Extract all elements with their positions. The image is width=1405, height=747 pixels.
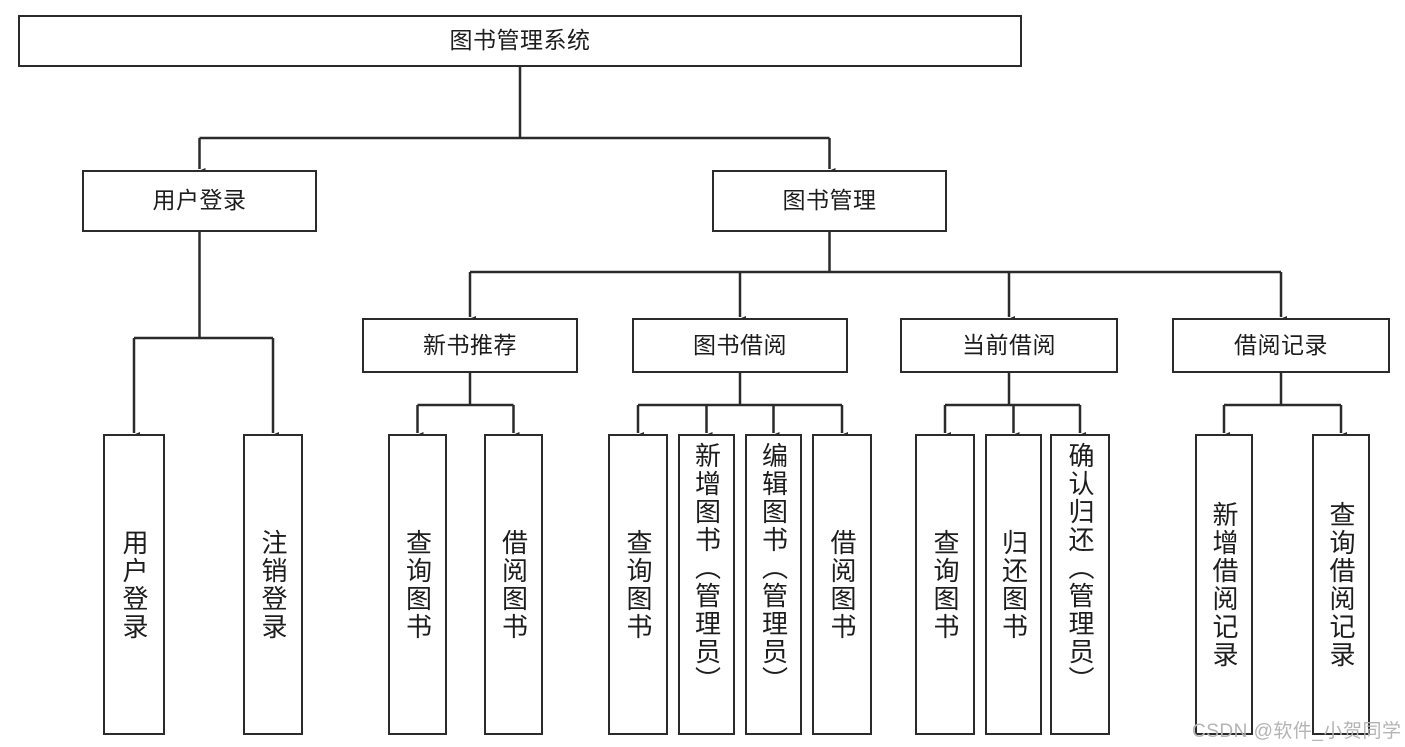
node-label: 查询图书 xyxy=(623,528,653,641)
node-label: 查询借阅记录 xyxy=(1326,500,1356,669)
node-label: 图书管理 xyxy=(782,187,877,214)
node-leaf-edit-book[interactable]: 编辑图书（管理员） xyxy=(745,434,802,735)
node-leaf-add-record[interactable]: 新增借阅记录 xyxy=(1195,434,1253,735)
node-leaf-confirm-return[interactable]: 确认归还（管理员） xyxy=(1050,434,1110,735)
node-leaf-borrow-book-2[interactable]: 借阅图书 xyxy=(812,434,872,735)
node-leaf-add-book[interactable]: 新增图书（管理员） xyxy=(678,434,735,735)
node-label: 归还图书 xyxy=(998,528,1029,641)
node-book-manage[interactable]: 图书管理 xyxy=(712,170,947,232)
node-label: 借阅记录 xyxy=(1234,331,1328,358)
node-user-login[interactable]: 用户登录 xyxy=(82,170,317,232)
node-label: 确认归还（管理员） xyxy=(1065,442,1095,694)
watermark: CSDN @软件_小贺同学 xyxy=(1192,721,1402,742)
edge-group xyxy=(128,67,1347,442)
node-label: 注销登录 xyxy=(258,528,288,641)
node-label: 查询图书 xyxy=(930,528,960,641)
node-label: 新增借阅记录 xyxy=(1209,500,1239,669)
node-leaf-query-book-1[interactable]: 查询图书 xyxy=(388,434,447,735)
node-leaf-return-book[interactable]: 归还图书 xyxy=(985,434,1042,735)
node-label: 查询图书 xyxy=(402,528,433,641)
node-root[interactable]: 图书管理系统 xyxy=(18,15,1022,67)
node-new-book-rec[interactable]: 新书推荐 xyxy=(362,318,578,373)
node-leaf-query-book-3[interactable]: 查询图书 xyxy=(915,434,975,735)
node-label: 图书借阅 xyxy=(693,331,787,358)
node-current-borrow[interactable]: 当前借阅 xyxy=(900,318,1118,373)
node-borrow-record[interactable]: 借阅记录 xyxy=(1172,318,1390,373)
node-leaf-user-login[interactable]: 用户登录 xyxy=(103,434,165,735)
node-label: 借阅图书 xyxy=(827,528,857,641)
node-label: 新增图书（管理员） xyxy=(691,442,722,694)
node-label: 借阅图书 xyxy=(498,528,529,641)
node-leaf-borrow-book-1[interactable]: 借阅图书 xyxy=(484,434,543,735)
node-book-borrow[interactable]: 图书借阅 xyxy=(632,318,848,373)
node-label: 用户登录 xyxy=(119,528,149,641)
node-leaf-logout[interactable]: 注销登录 xyxy=(243,434,303,735)
node-label: 当前借阅 xyxy=(962,331,1056,358)
node-label: 用户登录 xyxy=(152,187,247,214)
node-leaf-query-book-2[interactable]: 查询图书 xyxy=(608,434,668,735)
node-label: 编辑图书（管理员） xyxy=(758,442,789,694)
node-leaf-query-record[interactable]: 查询借阅记录 xyxy=(1312,434,1370,735)
node-label: 图书管理系统 xyxy=(449,27,591,54)
node-label: 新书推荐 xyxy=(423,331,517,358)
